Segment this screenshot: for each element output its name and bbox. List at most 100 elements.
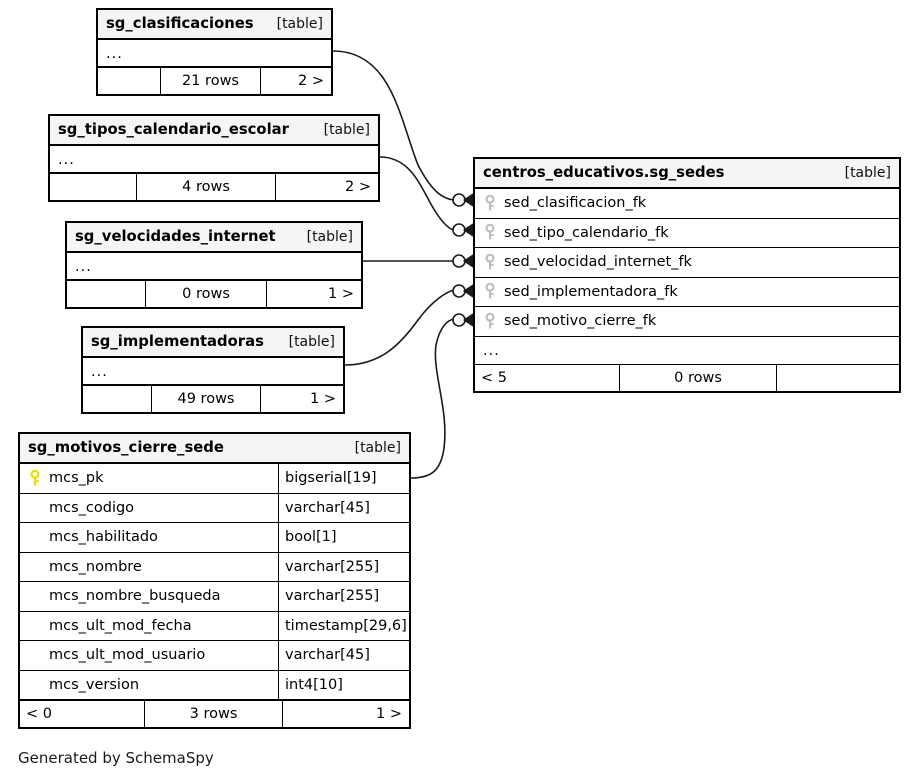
table-row[interactable]: sed_velocidad_internet_fk: [475, 248, 899, 278]
column-cell: mcs_nombre_busqueda: [20, 582, 278, 611]
column-name: sed_implementadora_fk: [504, 283, 678, 300]
table-name: sg_implementadoras: [91, 333, 264, 350]
column-name: sed_motivo_cierre_fk: [504, 313, 657, 330]
table-row[interactable]: mcs_ult_mod_fecha timestamp[29,6]: [20, 611, 409, 641]
column-type: timestamp[29,6]: [278, 611, 409, 640]
table-name: sg_velocidades_internet: [75, 228, 276, 245]
table-row[interactable]: mcs_version int4[10]: [20, 670, 409, 700]
table-tag: [table]: [276, 15, 323, 32]
table-name: sg_tipos_calendario_escolar: [58, 121, 289, 138]
table-row[interactable]: sed_implementadora_fk: [475, 278, 899, 307]
footer-rowcount: 0 rows: [145, 281, 267, 307]
column-type: varchar[45]: [278, 641, 409, 670]
table-header: centros_educativos.sg_sedes [table]: [475, 159, 899, 189]
table-tag: [table]: [323, 121, 370, 138]
footer-children: 2 >: [298, 73, 324, 89]
column-name: mcs_version: [49, 676, 140, 693]
column-name: mcs_ult_mod_usuario: [49, 647, 206, 664]
column-cell: mcs_ult_mod_fecha: [20, 612, 278, 641]
primary-key-icon: [28, 469, 42, 487]
footer-children: 1 >: [328, 286, 354, 302]
footer-rowcount: 3 rows: [144, 701, 283, 727]
hidden-columns-ellipsis: ...: [83, 358, 343, 385]
footer-parents: < 5: [481, 369, 507, 386]
footer-children: 1 >: [376, 706, 402, 722]
table-footer: < 5 0 rows: [475, 363, 899, 391]
table-footer: 21 rows 2 >: [98, 67, 331, 94]
table-name: sg_clasificaciones: [106, 15, 254, 32]
column-name: sed_velocidad_internet_fk: [504, 254, 692, 271]
column-cell: mcs_nombre: [20, 553, 278, 582]
hidden-columns-ellipsis: ...: [50, 146, 378, 173]
foreign-key-icon: [483, 253, 497, 271]
footer-rowcount: 21 rows: [160, 68, 261, 94]
table-sg-velocidades-internet[interactable]: sg_velocidades_internet [table] ... 0 ro…: [65, 221, 363, 309]
table-tag: [table]: [844, 164, 891, 181]
generated-by-caption: Generated by SchemaSpy: [18, 749, 214, 767]
column-name: mcs_nombre_busqueda: [49, 588, 221, 605]
column-cell: sed_clasificacion_fk: [475, 189, 899, 218]
table-row[interactable]: mcs_nombre_busqueda varchar[255]: [20, 582, 409, 612]
foreign-key-icon: [483, 312, 497, 330]
hidden-columns-ellipsis: ...: [67, 253, 361, 280]
endpoint-motivo-cierre: [452, 312, 474, 328]
column-type: int4[10]: [278, 670, 409, 699]
column-type: bool[1]: [278, 523, 409, 552]
column-cell: mcs_version: [20, 671, 278, 700]
endpoint-clasificacion: [452, 192, 474, 208]
table-row[interactable]: sed_motivo_cierre_fk: [475, 307, 899, 337]
table-header: sg_motivos_cierre_sede [table]: [20, 434, 409, 464]
foreign-key-icon: [483, 224, 497, 241]
column-cell: mcs_codigo: [20, 494, 278, 523]
column-name: mcs_pk: [49, 470, 104, 487]
table-header: sg_velocidades_internet [table]: [67, 223, 361, 253]
table-sg-tipos-calendario-escolar[interactable]: sg_tipos_calendario_escolar [table] ... …: [48, 114, 380, 202]
column-name: mcs_nombre: [49, 558, 142, 575]
column-type: varchar[45]: [278, 493, 409, 522]
table-name: sg_motivos_cierre_sede: [28, 439, 224, 456]
column-type: varchar[255]: [278, 582, 409, 611]
footer-children: 1 >: [310, 391, 336, 407]
table-footer: < 0 3 rows 1 >: [20, 700, 409, 727]
table-sg-implementadoras[interactable]: sg_implementadoras [table] ... 49 rows 1…: [81, 326, 345, 414]
column-type: varchar[255]: [278, 552, 409, 581]
footer-parents: [83, 386, 151, 412]
footer-children: 2 >: [345, 179, 371, 195]
table-tag: [table]: [288, 333, 335, 350]
table-row[interactable]: mcs_codigo varchar[45]: [20, 493, 409, 523]
table-sg-motivos-cierre-sede[interactable]: sg_motivos_cierre_sede [table] mcs_pk bi…: [18, 432, 411, 729]
footer-children: [777, 365, 899, 391]
footer-rowcount: 0 rows: [619, 364, 777, 391]
column-cell: sed_motivo_cierre_fk: [475, 307, 899, 336]
table-row[interactable]: mcs_ult_mod_usuario varchar[45]: [20, 641, 409, 671]
column-name: mcs_ult_mod_fecha: [49, 617, 192, 634]
table-row[interactable]: mcs_nombre varchar[255]: [20, 552, 409, 582]
endpoint-implementadora: [452, 283, 474, 299]
table-header: sg_clasificaciones [table]: [98, 10, 331, 40]
foreign-key-icon: [483, 283, 497, 300]
table-name: centros_educativos.sg_sedes: [483, 164, 725, 181]
column-name: mcs_codigo: [49, 499, 135, 516]
table-header: sg_tipos_calendario_escolar [table]: [50, 116, 378, 146]
relationship-tipos-calendario: [379, 156, 455, 231]
column-cell: mcs_habilitado: [20, 523, 278, 552]
table-row[interactable]: sed_tipo_calendario_fk: [475, 219, 899, 248]
column-cell: mcs_ult_mod_usuario: [20, 641, 278, 670]
table-row[interactable]: mcs_pk bigserial[19]: [20, 464, 409, 494]
footer-rowcount: 49 rows: [151, 386, 261, 412]
footer-parents: [50, 174, 136, 200]
column-name: sed_clasificacion_fk: [504, 195, 647, 212]
column-name: sed_tipo_calendario_fk: [504, 224, 669, 241]
table-centros-educativos-sg-sedes[interactable]: centros_educativos.sg_sedes [table] sed_…: [473, 157, 901, 393]
table-row[interactable]: sed_clasificacion_fk: [475, 189, 899, 219]
footer-parents: [98, 68, 160, 94]
table-sg-clasificaciones[interactable]: sg_clasificaciones [table] ... 21 rows 2…: [96, 8, 333, 96]
hidden-columns-ellipsis: ...: [483, 342, 500, 359]
relationship-motivos-cierre: [410, 318, 455, 479]
table-footer: 49 rows 1 >: [83, 385, 343, 412]
column-name: mcs_habilitado: [49, 529, 158, 546]
foreign-key-icon: [483, 194, 497, 212]
column-type: bigserial[19]: [278, 464, 409, 493]
table-row[interactable]: mcs_habilitado bool[1]: [20, 523, 409, 553]
